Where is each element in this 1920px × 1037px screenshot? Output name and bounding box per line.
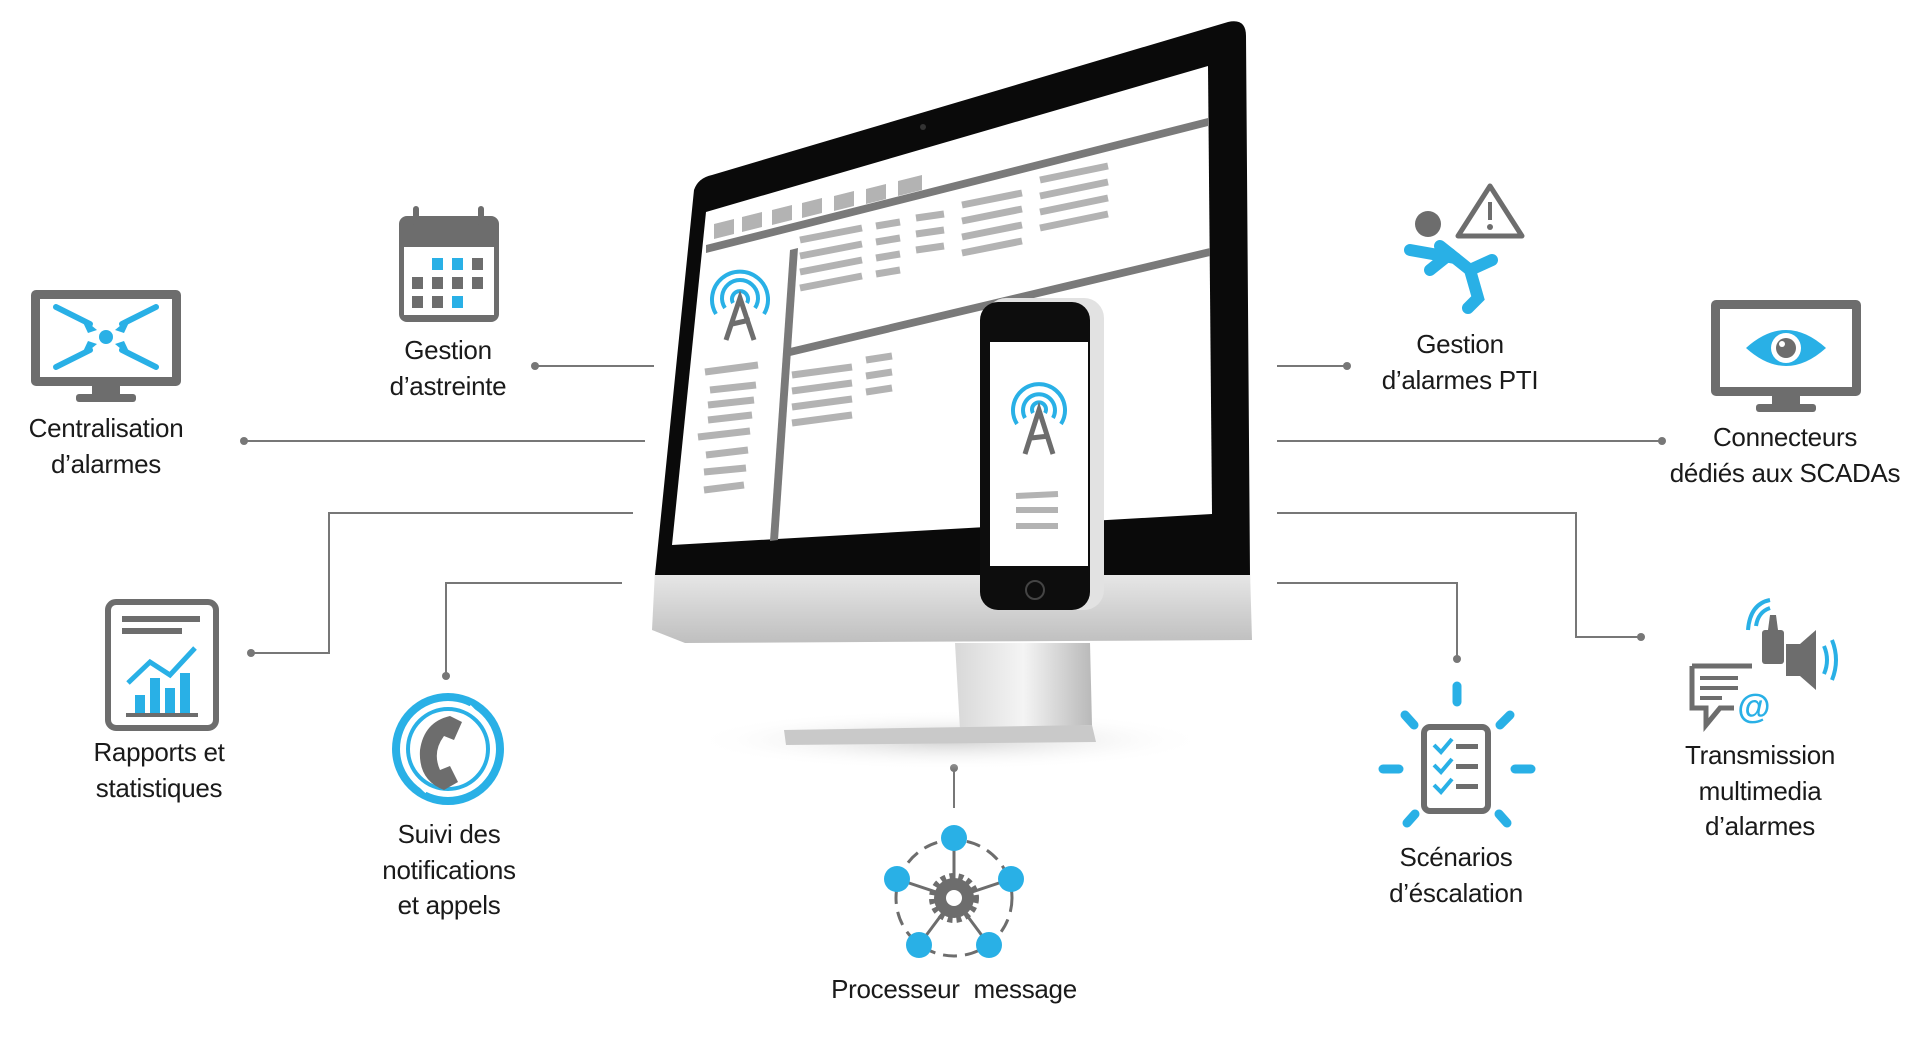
label-line: d’alarmes	[1704, 811, 1815, 841]
label-line: d’éscalation	[1389, 877, 1523, 908]
phone-logo-icon	[1011, 382, 1067, 455]
desktop-monitor	[652, 21, 1252, 770]
falling-person-warning-icon	[1404, 183, 1525, 314]
monitor-neck	[955, 643, 1092, 730]
label-line: Gestion	[1416, 329, 1504, 359]
label-astreinte: Gestion d’astreinte	[390, 333, 507, 404]
checklist-icon	[1378, 681, 1536, 828]
network-gear-icon	[884, 825, 1024, 958]
screen-tabs	[714, 175, 922, 239]
monitor-chin	[652, 570, 1252, 643]
smartphone	[980, 298, 1104, 610]
monitor-base	[784, 725, 1096, 745]
label-line: et appels	[397, 890, 501, 920]
label-scenarios: Scénarios d’éscalation	[1389, 840, 1523, 911]
label-line: notifications	[382, 854, 516, 885]
screen-content-lines	[697, 162, 1109, 494]
multimedia-icon: @	[1689, 598, 1838, 732]
label-line: d’astreinte	[389, 370, 507, 401]
label-line: Suivi des	[397, 819, 501, 849]
connector-transmission	[1277, 512, 1641, 638]
label-line: Rapports et	[93, 737, 225, 767]
label-pti: Gestion d’alarmes PTI	[1381, 327, 1539, 398]
label-suivi: Suivi des notifications et appels	[382, 817, 516, 924]
calendar-icon	[399, 206, 499, 322]
label-line: Connecteurs	[1712, 422, 1858, 452]
label-centralisation: Centralisation d’alarmes	[29, 411, 184, 482]
label-line: Scénarios	[1399, 842, 1513, 872]
monitor-arrows-icon	[31, 290, 181, 402]
phone-icon	[392, 693, 504, 805]
connector-dots	[240, 362, 1666, 772]
label-rapports: Rapports et statistiques	[93, 735, 224, 806]
label-line: d’alarmes PTI	[1381, 364, 1539, 395]
connector-rapports	[251, 512, 633, 654]
label-line: Transmission	[1684, 740, 1836, 770]
connector-scenarios	[1277, 582, 1458, 659]
label-line: Processeur message	[831, 974, 1077, 1004]
label-line: dédiés aux SCADAs	[1669, 457, 1901, 488]
report-chart-icon	[105, 599, 219, 731]
svg-text:@: @	[1737, 688, 1770, 726]
label-transmission: Transmission multimedia d’alarmes	[1685, 738, 1835, 845]
monitor-eye-icon	[1711, 300, 1861, 412]
label-line: statistiques	[95, 772, 223, 803]
connector-lines	[244, 365, 1662, 808]
screen-logo-icon	[710, 269, 770, 341]
label-line: Gestion	[404, 335, 492, 365]
label-line: multimedia	[1698, 775, 1822, 806]
label-connecteurs: Connecteurs dédiés aux SCADAs	[1669, 420, 1901, 491]
connector-suivi	[445, 582, 622, 676]
label-line: Centralisation	[28, 413, 184, 443]
label-processeur: Processeur message	[831, 972, 1077, 1008]
label-line: d’alarmes	[50, 448, 161, 479]
